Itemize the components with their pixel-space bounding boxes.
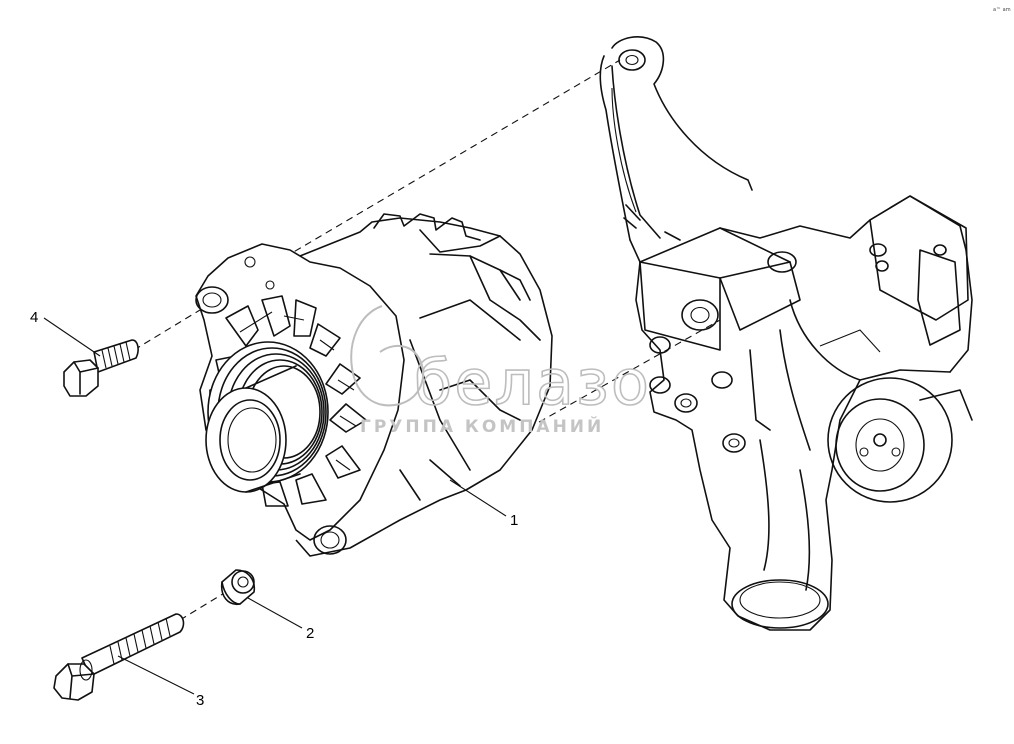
alternator xyxy=(195,213,553,557)
mounting-bracket xyxy=(599,36,973,631)
leader-4 xyxy=(43,317,101,357)
callout-1: 1 xyxy=(510,512,518,529)
corner-mark: a™ am xyxy=(993,7,1011,13)
leader-1 xyxy=(449,479,507,517)
bolt-4 xyxy=(63,339,139,397)
bolt-3 xyxy=(53,613,185,701)
callout-3: 3 xyxy=(196,692,204,709)
watermark-brand: белазо xyxy=(414,346,651,419)
watermark-logo-icon xyxy=(350,305,425,407)
callout-4: 4 xyxy=(30,309,38,326)
spacer-2 xyxy=(220,569,256,606)
bolt-3-centerline xyxy=(179,591,227,621)
leader-3 xyxy=(117,655,195,695)
watermark: белазо ГРУППА КОМПАНИЙ xyxy=(350,305,651,437)
callout-2: 2 xyxy=(306,625,314,642)
watermark-tagline: ГРУППА КОМПАНИЙ xyxy=(360,415,604,437)
bolt-4-centerline xyxy=(133,309,201,351)
leader-2 xyxy=(247,597,303,629)
